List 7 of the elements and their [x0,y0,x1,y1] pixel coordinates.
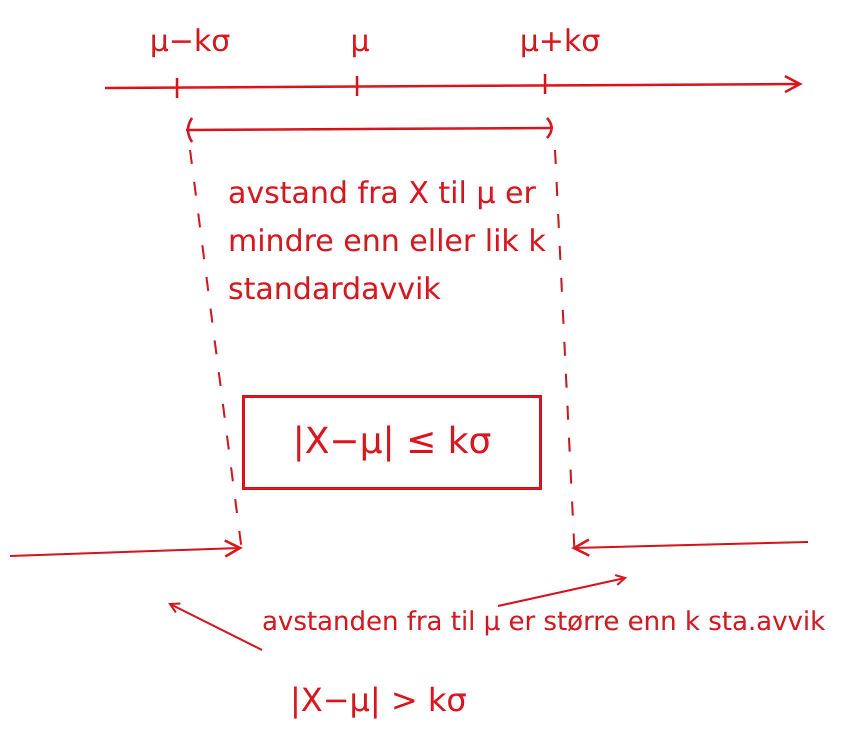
formula-box: |X−μ| ≤ kσ [242,395,542,490]
tick-label: μ−kσ [148,23,232,61]
tick-label: μ+kσ [518,23,602,61]
leader-arrow [169,602,262,651]
annotation-text: avstand fra X til μ er mindre enn eller lik k standardavvik [228,175,547,309]
leader-arrow [498,574,626,607]
tick-label: μ [349,23,371,61]
